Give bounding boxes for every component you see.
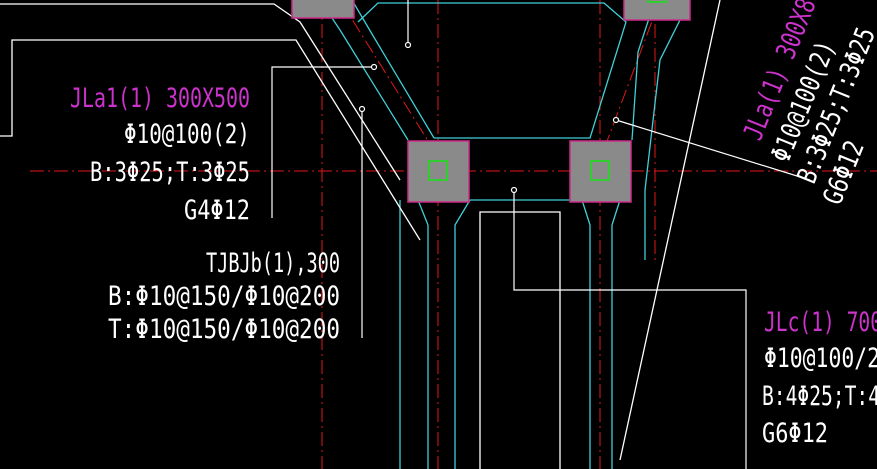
axis-diagonal-right: [599, 0, 661, 161]
beam-outline-down-mid-1: [454, 199, 471, 469]
rebar-marker-top-right: [647, 0, 667, 3]
slab-boundaries: [0, 0, 721, 469]
jlc-side: G6Φ12: [762, 418, 828, 449]
leader-lines: [271, 0, 811, 469]
jlc-main: B:4Φ25;T:4: [762, 381, 877, 412]
rebar-marker-left: [428, 160, 448, 181]
leader-dot-jlc: [510, 186, 518, 194]
jla1-stirrup: Φ10@100(2): [124, 119, 250, 150]
jla1-main: B:3Φ25;T:3Φ25: [90, 157, 250, 188]
beam-outline-right-diagonal-inner: [644, 0, 691, 260]
beam-outline-left-diagonal-outer: [351, 0, 435, 139]
leader-dot-top: [404, 41, 412, 49]
slab-boundary-left-top: [0, 3, 401, 181]
slab-boundary-mid-bottom: [479, 211, 561, 469]
column-top-left[interactable]: [291, 0, 355, 19]
label-jlc: JLc(1) 700 Φ10@100/2 B:4Φ25;T:4 G6Φ12: [762, 307, 877, 449]
column-center-left[interactable]: [407, 140, 470, 203]
columns: [291, 0, 691, 203]
label-jla-right: JLa(1) 300X8 Φ10@100(2) B:3Φ25;T:3Φ25 G6…: [738, 0, 877, 209]
leader-jla-right: [615, 119, 811, 181]
slab-boundary-right: [619, 0, 721, 461]
label-jla1: JLa1(1) 300X500 Φ10@100(2) B:3Φ25;T:3Φ25…: [70, 83, 250, 226]
beam-outline-down-left-2: [417, 199, 429, 469]
column-center-right[interactable]: [569, 140, 632, 203]
jlc-name: JLc(1) 700: [764, 307, 877, 338]
leader-dot-tjbjb: [358, 105, 366, 113]
leader-endpoints: [358, 41, 620, 194]
leader-jlc: [513, 190, 747, 469]
label-tjbjb: TJBJb(1),300 B:Φ10@150/Φ10@200 T:Φ10@150…: [108, 248, 340, 345]
tjbjb-bottom: B:Φ10@150/Φ10@200: [108, 281, 340, 312]
beam-outline-down-mid-2: [581, 199, 591, 469]
beam-outline-top-inner: [357, 2, 627, 139]
leader-dot-jla-right: [612, 116, 620, 124]
beam-outline-right-diagonal-outer: [631, 0, 656, 141]
rebar-marker-right: [590, 160, 610, 181]
slab-boundary-left-step: [0, 39, 421, 241]
leader-jla1: [271, 66, 374, 218]
beam-outlines: [319, 0, 691, 469]
tjbjb-top: T:Φ10@150/Φ10@200: [108, 314, 340, 345]
axis-diagonal-left: [339, 0, 441, 161]
axis-lines: [30, 0, 877, 469]
beam-outline-down-right-1: [611, 199, 621, 469]
jla1-side: G4Φ12: [184, 195, 250, 226]
jlc-stirrup: Φ10@100/2: [764, 343, 877, 374]
jla1-name: JLa1(1) 300X500: [70, 83, 250, 114]
rebar-markers: [428, 0, 667, 181]
leader-dot-jla1: [370, 63, 378, 71]
tjbjb-name: TJBJb(1),300: [206, 248, 340, 279]
column-top-right[interactable]: [623, 0, 691, 21]
